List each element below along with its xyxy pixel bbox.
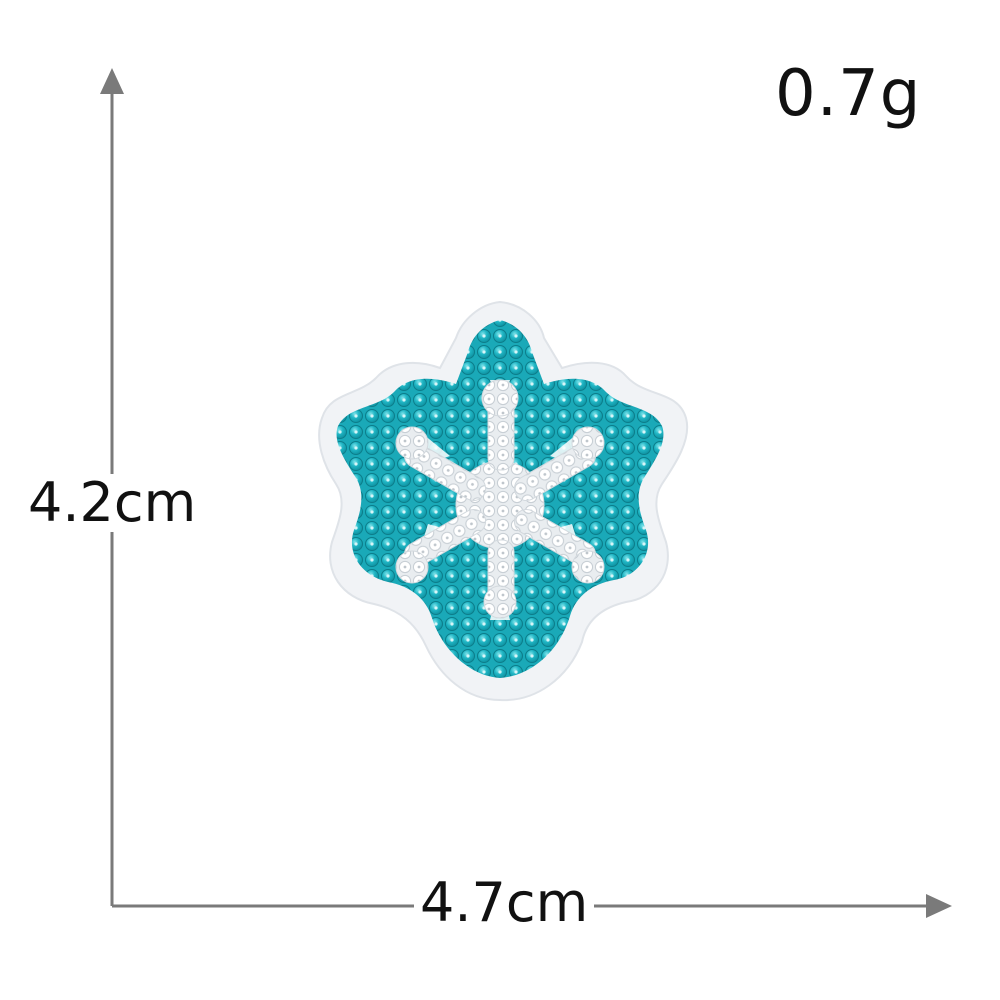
height-arrowhead-icon [100,68,124,94]
width-label: 4.7cm [414,876,595,930]
white-center-snowflake [395,379,605,619]
weight-label: 0.7g [775,57,922,131]
snowflake-patch-icon [318,300,689,702]
width-arrowhead-icon [926,894,952,918]
height-label: 4.2cm [28,471,197,534]
